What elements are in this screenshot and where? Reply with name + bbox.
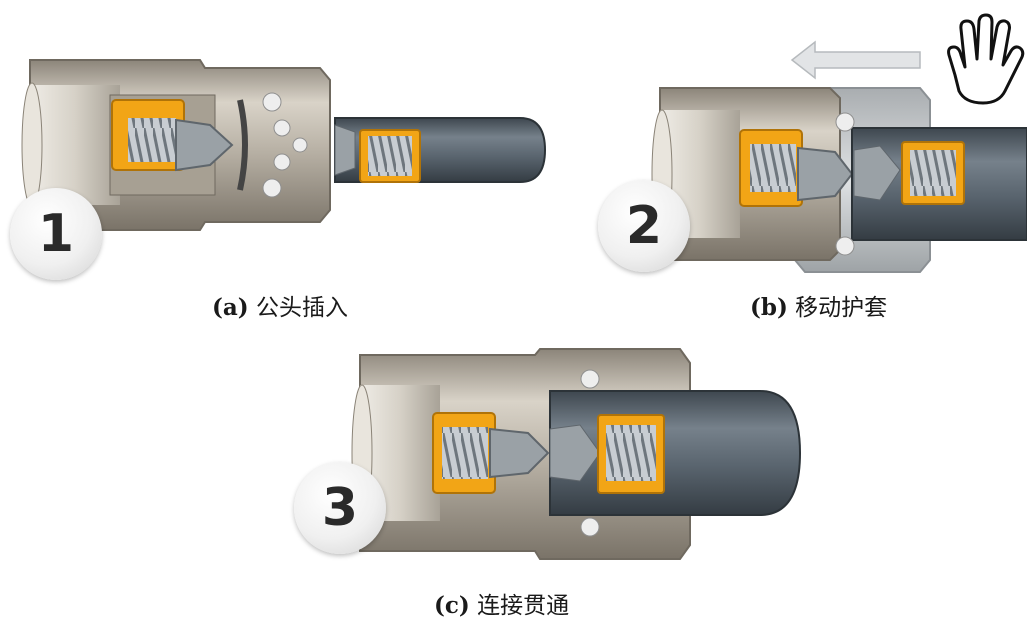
caption-c-text: 连接贯通	[477, 593, 570, 619]
caption-b-text: 移动护套	[795, 295, 888, 321]
spring	[128, 118, 176, 162]
hand-icon	[947, 13, 1025, 105]
caption-b-label: (b)	[750, 294, 788, 321]
diagram-step-3	[351, 348, 802, 560]
step-badge-3: 3	[294, 462, 386, 554]
caption-b: (b) 移动护套	[750, 288, 887, 322]
caption-a-label: (a)	[212, 294, 249, 321]
left-arrow-icon	[790, 40, 921, 80]
caption-c: (c) 连接贯通	[434, 586, 569, 620]
diagram-step-1	[21, 59, 547, 231]
step-badge-2: 2	[598, 180, 690, 272]
caption-a: (a) 公头插入	[212, 288, 348, 322]
step-badge-1: 1	[10, 188, 102, 280]
caption-c-label: (c)	[434, 592, 470, 619]
caption-a-text: 公头插入	[255, 295, 348, 321]
